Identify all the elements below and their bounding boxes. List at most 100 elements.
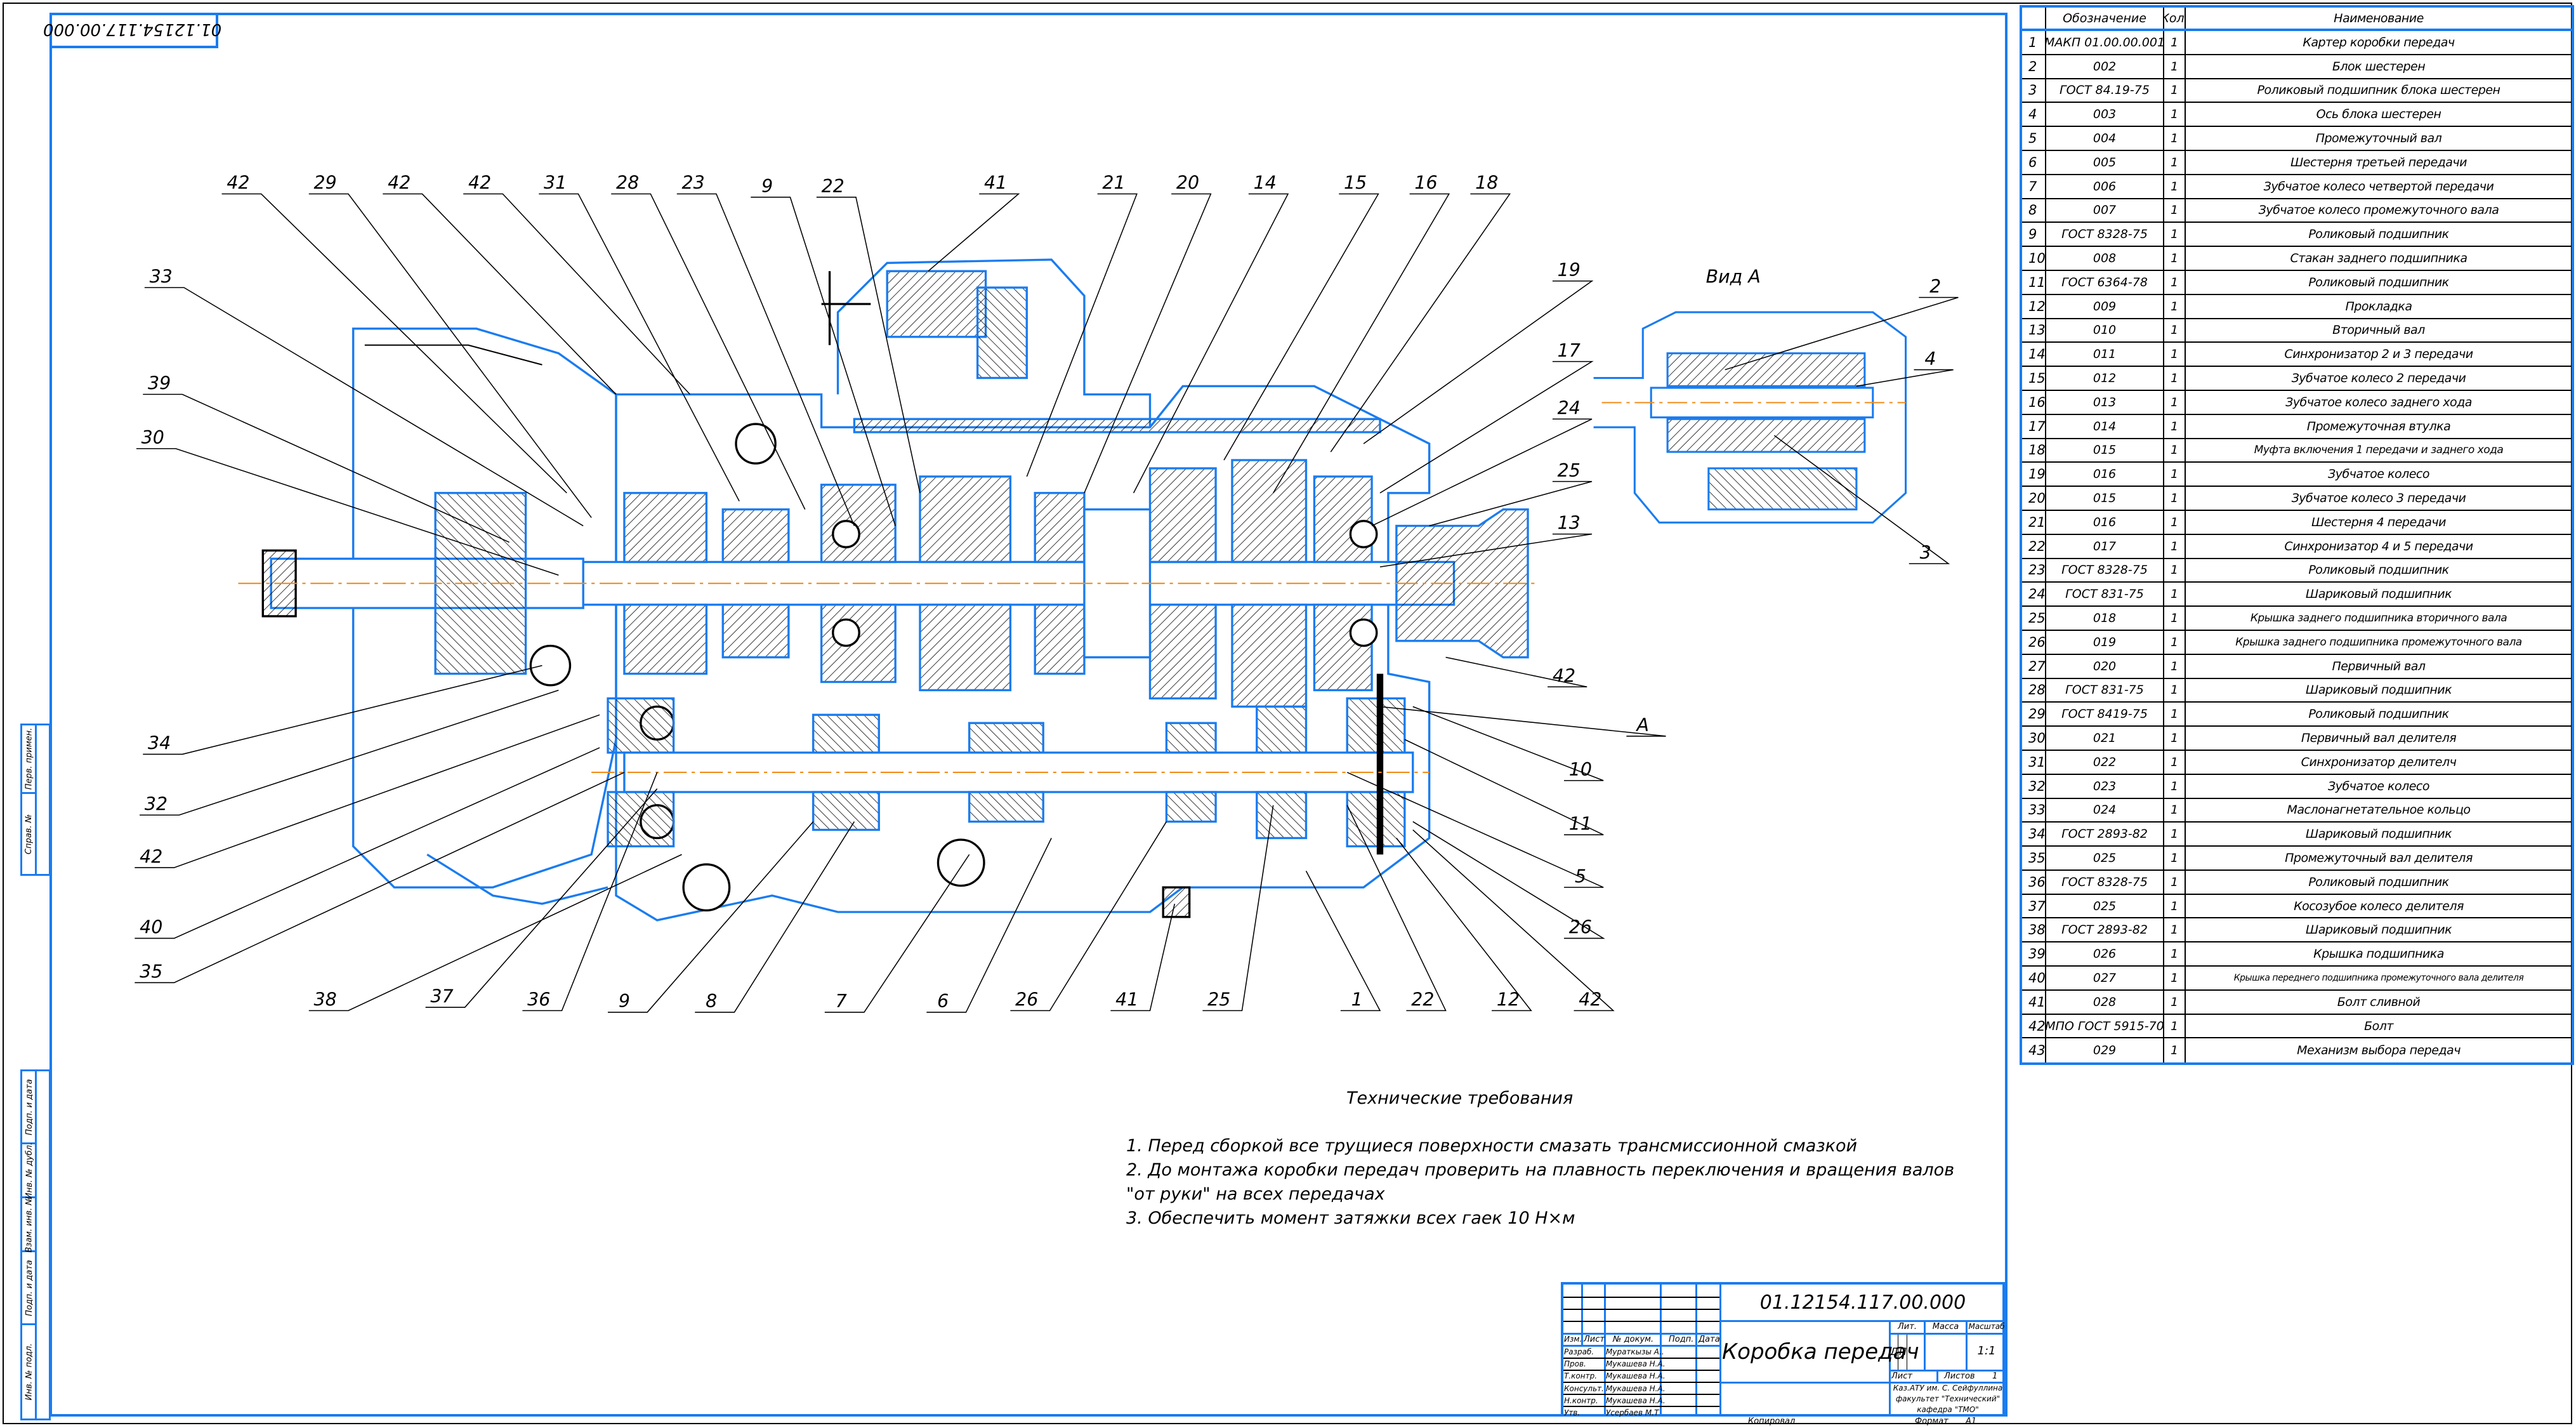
org-line: факультет "Технический" [1895,1394,2001,1403]
callout-1: 29 [308,173,592,519]
cell-qty: 1 [2164,79,2186,102]
callout-11: 20 [1084,173,1212,494]
leader-line [539,193,740,502]
cell-pos: 11 [2022,270,2046,294]
shift-lever-stub [821,271,871,345]
hdr-izm: Изм. [1564,1335,1582,1344]
callout-0: 42 [221,173,567,494]
callout-34: 6 [926,838,1052,1013]
cell-name: Шариковый подшипник [2305,587,2452,602]
cell-designation: 006 [2046,175,2164,198]
callout-number: 6 [937,991,949,1012]
sheets-value: 1 [1992,1372,1998,1381]
cell-name: Крышка подшипника [2313,947,2444,962]
callout-16: 19 [1363,260,1594,444]
cell-name: Роликовый подшипник [2308,707,2449,722]
cell-qty: 1 [2164,703,2186,726]
cell-designation: 012 [2046,367,2164,390]
cell-pos: 42 [2022,1014,2046,1038]
callout-24: 11 [1404,739,1604,836]
cell-pos: 24 [2022,583,2046,606]
cell-name: Шариковый подшипник [2305,827,2452,842]
cell-pos: 37 [2022,894,2046,918]
cell-qty: 1 [2164,294,2186,318]
callout-number: A [1636,715,1649,736]
cell-qty: 1 [2164,319,2186,342]
cell-designation: ГОСТ 6364-78 [2046,270,2164,294]
callout-10: 21 [1026,173,1138,477]
callout-number: 13 [1558,513,1580,534]
cell-designation: 007 [2046,199,2164,222]
tech-requirement-line: 1. Перед сборкой все трущиеся поверхност… [1126,1136,1858,1156]
cell-qty: 1 [2164,150,2186,174]
table-header: Обозначение Кол. Наименование [2022,8,2572,31]
leader-line [1445,656,1587,688]
org-line: кафедра "ТМО" [1917,1405,1979,1414]
cell-designation: 013 [2046,390,2164,414]
cell-name: Синхронизатор 4 и 5 передачи [2284,539,2473,553]
cell-pos: 9 [2022,223,2046,246]
leader-line [144,287,584,527]
cell-qty: 1 [2164,990,2186,1014]
cell-pos: 3 [2022,79,2046,102]
callout-2: 42 [383,173,617,395]
sheet-label: Лист [1891,1372,1912,1381]
tech-requirements-title: Технические требования [1346,1088,1574,1108]
strip-label: Подп. и дата [24,1078,34,1135]
cell-qty: 1 [2164,487,2186,510]
cell-name: Косозубое колесо делителя [2294,899,2464,913]
cell-designation: МПО ГОСТ 5915-70 [2046,1014,2164,1038]
leader-line [136,448,559,576]
callout-41: 35 [135,772,625,984]
cell-designation: 020 [2046,654,2164,678]
leader-line [824,854,970,1013]
cell-name: Прокладка [2345,299,2413,314]
strip-label: Инв. № подл. [24,1343,34,1401]
cell-qty: 1 [2164,463,2186,486]
callout-number: 2 [1929,276,1941,297]
hdr-mass: Масса [1932,1322,1959,1332]
callout-number: 28 [616,173,639,194]
cell-designation: 017 [2046,534,2164,558]
cell-pos: 33 [2022,798,2046,822]
callout-15: 18 [1330,173,1511,453]
tech-requirement-line: 3. Обеспечить момент затяжки всех гаек 1… [1126,1208,1575,1228]
cell-pos: 20 [2022,487,2046,510]
cell-qty: 1 [2164,823,2186,846]
leader-line [383,193,617,395]
cell-pos: 26 [2022,630,2046,654]
hdr-scale: Масштаб [1968,1322,2005,1331]
cell-qty: 1 [2164,390,2186,414]
leader-line [143,393,509,543]
callout-37: 9 [608,821,814,1013]
callout-number: 32 [145,793,168,814]
leader-line [1273,193,1450,494]
role-role: Пров. [1564,1359,1586,1369]
leader-line [522,772,658,1012]
callout-number: 4 [1924,348,1936,369]
cell-qty: 1 [2164,31,2186,54]
callout-number: 11 [1569,814,1592,835]
callout-3: 42 [463,173,691,395]
callout-38: 36 [522,772,658,1012]
callout-number: 34 [148,733,171,754]
cell-qty: 1 [2164,727,2186,750]
cell-qty: 1 [2164,559,2186,582]
cell-qty: 1 [2164,1014,2186,1038]
header-qty: Кол. [2164,8,2186,29]
cell-qty: 1 [2164,798,2186,822]
strip-label: Справ. № [24,814,34,854]
cell-pos: 6 [2022,150,2046,174]
leader-line [1379,706,1666,737]
role-person: Мураткызы А.. [1606,1347,1664,1356]
callout-number: 42 [227,173,249,194]
